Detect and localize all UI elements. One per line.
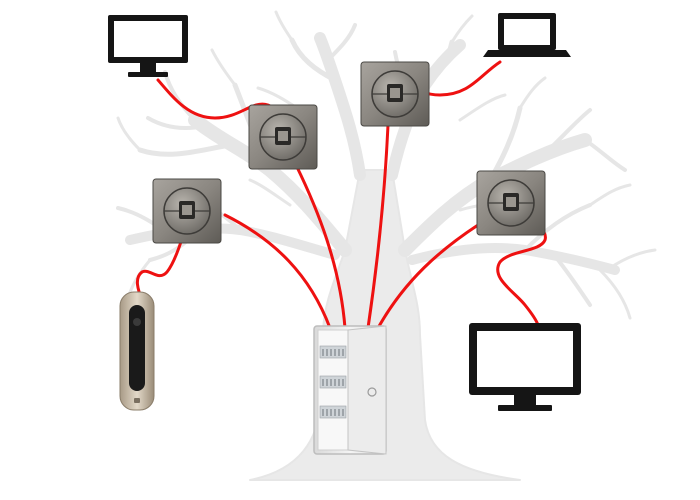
cable-outlet4-panel [376, 223, 480, 330]
network-panel-icon [313, 325, 387, 455]
laptop-icon [483, 13, 571, 57]
cable-outlet2-panel [294, 163, 347, 330]
cable-camera [135, 220, 189, 302]
monitor-top-left-icon [108, 15, 188, 77]
rj45-outlet-2 [248, 104, 318, 170]
rj45-outlet-1 [152, 178, 222, 244]
background-tree [116, 10, 657, 481]
cable-outlet1-panel [223, 213, 332, 330]
rj45-outlet-4 [476, 170, 546, 236]
security-camera-icon [119, 291, 155, 411]
cable-outlet3-panel [366, 123, 390, 330]
rj45-outlet-3 [360, 61, 430, 127]
monitor-bottom-right-icon [469, 323, 581, 411]
